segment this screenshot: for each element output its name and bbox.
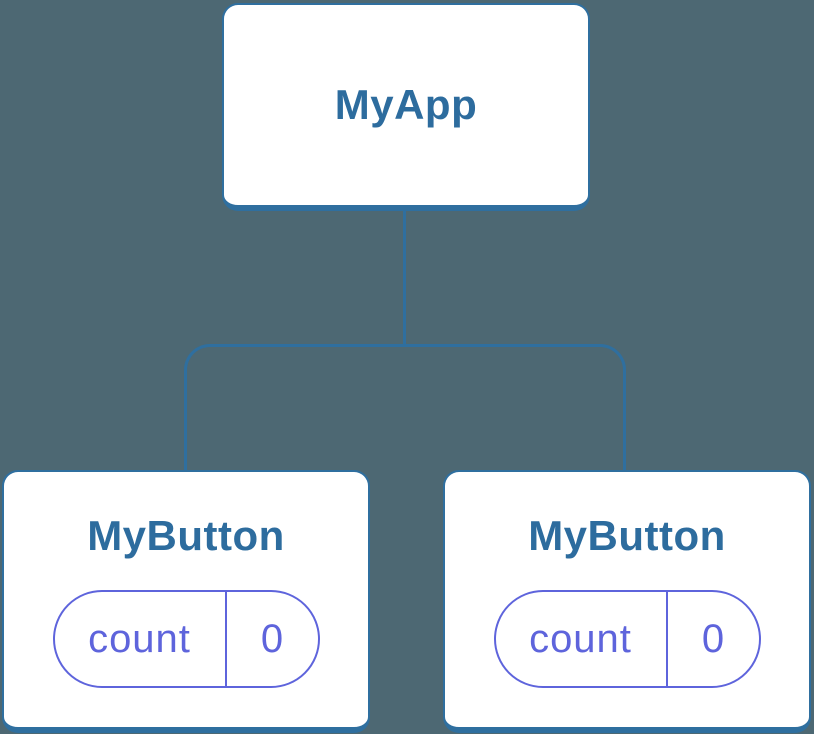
state-value-left: 0	[260, 616, 284, 661]
pill-divider-right	[665, 592, 668, 686]
state-value-right: 0	[701, 616, 725, 661]
state-pill-left: count 0	[52, 590, 320, 688]
pill-divider-left	[224, 592, 227, 686]
node-mybutton-right: MyButton count 0	[443, 470, 811, 733]
state-key-right: count	[529, 616, 632, 661]
state-pill-right: count 0	[493, 590, 761, 688]
node-mybutton-left-label: MyButton	[87, 512, 285, 559]
state-key-left: count	[88, 616, 191, 661]
node-myapp-label: MyApp	[334, 81, 478, 128]
node-mybutton-left: MyButton count 0	[2, 470, 370, 733]
connector-stem-line	[403, 209, 406, 347]
node-mybutton-right-label: MyButton	[528, 512, 726, 559]
node-myapp: MyApp	[222, 3, 590, 211]
connector-bracket-line	[184, 344, 626, 470]
